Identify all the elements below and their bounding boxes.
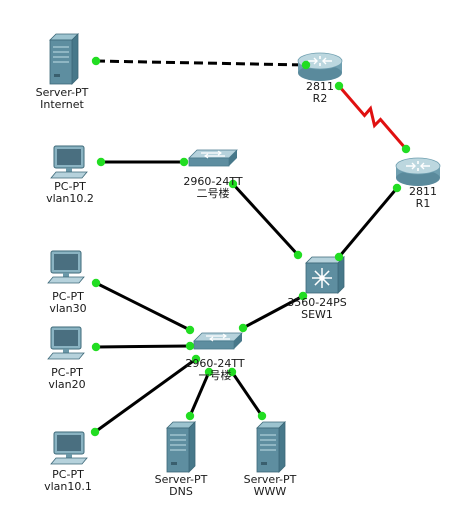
server-icon[interactable] [166, 421, 196, 473]
link-pc-vlan20-to-switch-building1 [95, 344, 191, 349]
device-name: DNS [169, 485, 193, 498]
device-model: Server-PT [154, 473, 208, 486]
port-status-dot [91, 56, 101, 66]
device-model: PC-PT [52, 290, 84, 303]
link-switch-building2-to-multilayer-sew1 [231, 182, 300, 257]
device-model: 2960-24TT [185, 357, 245, 370]
link-server-dns-to-switch-building1 [188, 371, 211, 417]
link-pc-vlan30-to-switch-building1 [95, 281, 191, 332]
server-icon[interactable] [256, 421, 286, 473]
port-status-dot [204, 367, 214, 377]
port-status-dot [334, 252, 344, 262]
port-status-dot [227, 367, 237, 377]
port-status-dot [293, 250, 303, 260]
device-model: Server-PT [243, 473, 297, 486]
port-status-dot [91, 278, 101, 288]
device-name: R1 [415, 197, 431, 210]
device-name: WWW [253, 485, 287, 498]
device-model: 2811 [409, 185, 437, 198]
port-status-dot [257, 411, 267, 421]
port-status-dot [334, 81, 344, 91]
device-name: SEW1 [301, 308, 333, 321]
port-status-dot [185, 341, 195, 351]
pc-icon[interactable] [50, 145, 88, 179]
link-server-www-to-switch-building1 [230, 371, 264, 417]
device-model: 3560-24PS [287, 296, 347, 309]
pc-icon[interactable] [47, 250, 85, 284]
router-icon[interactable] [395, 157, 441, 186]
links-layer [94, 59, 408, 434]
pc-icon[interactable] [47, 326, 85, 360]
device-model: 2960-24TT [183, 175, 243, 188]
port-status-dot [90, 427, 100, 437]
pc-icon[interactable] [50, 431, 88, 465]
device-name: vlan10.2 [46, 192, 94, 205]
link-pc-vlan10-1-to-switch-building1 [94, 357, 197, 434]
link-router-r2-to-router-r1 [337, 85, 408, 150]
device-name: Internet [40, 98, 84, 111]
device-name: vlan10.1 [44, 480, 92, 493]
port-status-dot [91, 342, 101, 352]
multilayer-switch-icon[interactable] [305, 256, 345, 294]
device-model: PC-PT [54, 180, 86, 193]
device-model: PC-PT [52, 468, 84, 481]
server-icon[interactable] [49, 33, 79, 85]
link-server-internet-to-router-r2 [95, 59, 307, 67]
device-name: 一号楼 [198, 369, 232, 382]
ports-layer [90, 56, 411, 437]
port-status-dot [392, 183, 402, 193]
device-name: 二号楼 [196, 187, 230, 200]
port-status-dot [298, 291, 308, 301]
device-model: PC-PT [51, 366, 83, 379]
device-name: vlan20 [48, 378, 86, 391]
devices-layer [47, 33, 441, 473]
port-status-dot [228, 179, 238, 189]
port-status-dot [185, 325, 195, 335]
port-status-dot [301, 60, 311, 70]
port-status-dot [191, 354, 201, 364]
switch-icon[interactable] [188, 149, 238, 167]
port-status-dot [401, 144, 411, 154]
link-multilayer-sew1-to-switch-building1 [242, 294, 304, 330]
port-status-dot [185, 411, 195, 421]
port-status-dot [238, 323, 248, 333]
device-name: R2 [312, 92, 328, 105]
link-router-r1-to-multilayer-sew1 [337, 187, 399, 258]
device-model: Server-PT [35, 86, 89, 99]
switch-icon[interactable] [193, 332, 243, 350]
device-name: vlan30 [49, 302, 87, 315]
port-status-dot [96, 157, 106, 167]
port-status-dot [179, 157, 189, 167]
device-model: 2811 [306, 80, 334, 93]
